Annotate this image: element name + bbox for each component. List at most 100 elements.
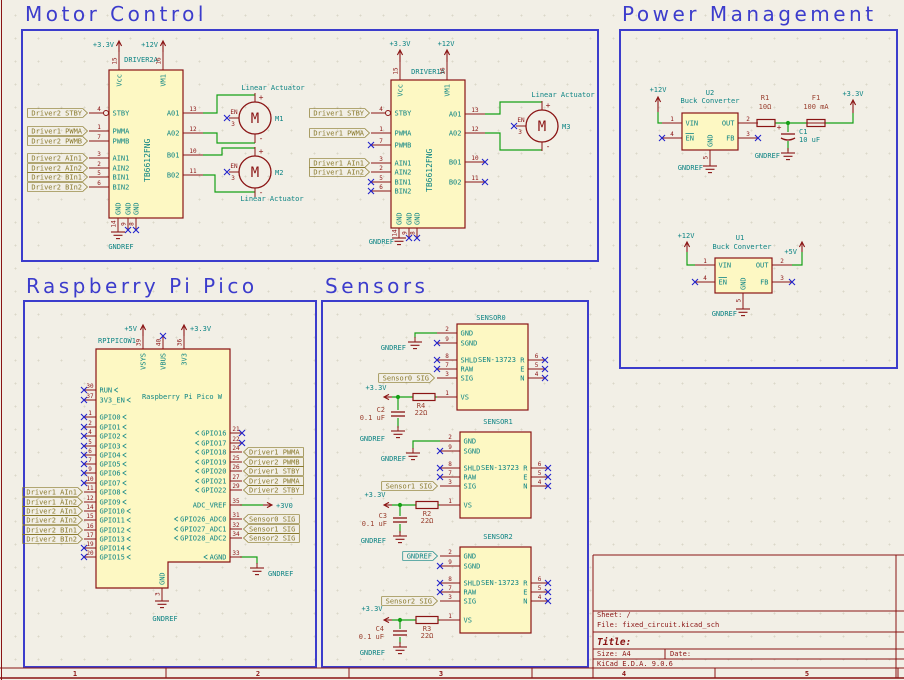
section-title-raspberry-pi-pico[interactable]: Raspberry Pi Pico — [26, 274, 258, 298]
power-label[interactable]: +12V — [678, 232, 696, 240]
section-box-raspberry-pi-pico[interactable] — [23, 300, 317, 668]
no-connect-x[interactable] — [436, 562, 444, 570]
global-label[interactable]: Driver2_AIn2 — [26, 516, 77, 524]
wire[interactable] — [485, 132, 542, 151]
no-connect-x[interactable] — [436, 588, 444, 596]
value-driver1a[interactable]: TB6612FNG — [425, 148, 434, 192]
reference-F1[interactable]: F1 — [812, 94, 820, 102]
wire[interactable] — [414, 332, 437, 338]
ground-label[interactable]: GNDREF — [152, 615, 177, 623]
reference-sensor2[interactable]: SENSOR2 — [483, 533, 513, 541]
global-label[interactable]: Driver2_AIn1 — [31, 154, 82, 162]
no-connect-x[interactable] — [544, 464, 552, 472]
no-connect-x[interactable] — [436, 447, 444, 455]
global-label[interactable]: Driver2_BIn1 — [26, 526, 77, 534]
ground-label[interactable]: GNDREF — [381, 344, 406, 352]
global-label[interactable]: Driver2_BIn2 — [26, 535, 77, 543]
wire[interactable] — [203, 174, 255, 193]
wire[interactable] — [657, 112, 662, 124]
no-connect-x[interactable] — [788, 278, 796, 286]
section-title-motor-control[interactable]: Motor Control — [25, 2, 207, 26]
symbol-body-u1[interactable] — [714, 257, 773, 294]
ground-label[interactable]: GNDREF — [755, 152, 780, 160]
global-label[interactable]: Driver1_AIn1 — [26, 488, 77, 496]
ground-label[interactable]: GNDREF — [369, 238, 394, 246]
no-connect-x[interactable] — [80, 413, 88, 421]
power-label[interactable]: +3.3V — [842, 90, 864, 98]
global-label[interactable]: Sensor1_SIG — [249, 525, 295, 533]
power-label[interactable]: +3.3V — [364, 491, 386, 499]
global-label[interactable]: GNDREF — [407, 552, 432, 560]
global-label[interactable]: Driver1_STBY — [313, 109, 364, 117]
no-connect-x[interactable] — [367, 187, 375, 195]
global-label[interactable]: Driver1_AIn1 — [313, 159, 364, 167]
symbol-body-sensor0[interactable] — [456, 323, 529, 411]
global-label[interactable]: Sensor0_SIG — [249, 515, 295, 523]
value-sensor0[interactable]: SEN-13723 — [478, 356, 516, 364]
no-connect-x[interactable] — [80, 423, 88, 431]
section-box-power-management[interactable] — [619, 29, 898, 369]
power-label[interactable]: +3.3V — [361, 605, 383, 613]
ground-label[interactable]: GNDREF — [108, 243, 133, 251]
no-connect-x[interactable] — [80, 460, 88, 468]
no-connect-x[interactable] — [544, 482, 552, 490]
value-pico[interactable]: Raspberry Pi Pico W — [142, 393, 223, 401]
value-R2[interactable]: 22Ω — [421, 517, 434, 525]
no-connect-x[interactable] — [436, 579, 444, 587]
section-box-sensors[interactable] — [321, 300, 589, 668]
reference-C4[interactable]: C4 — [376, 625, 384, 633]
reference-R3[interactable]: R3 — [423, 625, 431, 633]
value-sensor1[interactable]: SEN-13723 — [481, 464, 519, 472]
symbol-body-sensor1[interactable] — [459, 431, 532, 519]
global-label[interactable]: Driver1_AIn2 — [26, 498, 77, 506]
no-connect-x[interactable] — [436, 473, 444, 481]
global-label[interactable]: Driver1_STBY — [249, 467, 300, 475]
no-connect-x[interactable] — [223, 168, 231, 176]
global-label[interactable]: Driver2_AIn1 — [26, 507, 77, 515]
value-C2[interactable]: 0.1 uF — [360, 414, 385, 422]
no-connect-x[interactable] — [80, 553, 88, 561]
global-label[interactable]: Sensor2_SIG — [386, 597, 432, 605]
section-title-sensors[interactable]: Sensors — [325, 274, 428, 298]
no-connect-x[interactable] — [691, 278, 699, 286]
ground-label[interactable]: GNDREF — [360, 649, 385, 657]
power-label[interactable]: +12V — [141, 41, 159, 49]
value-u2[interactable]: Buck Converter — [680, 97, 739, 105]
value-C3[interactable]: 0.1 uF — [362, 520, 387, 528]
power-label[interactable]: +3V0 — [276, 502, 293, 510]
value-M3[interactable]: Linear Actuator — [531, 91, 594, 99]
no-connect-x[interactable] — [367, 141, 375, 149]
global-label[interactable]: Driver1_PWMA — [249, 448, 300, 456]
no-connect-x[interactable] — [159, 332, 167, 340]
wire[interactable] — [792, 252, 803, 266]
global-label[interactable]: Driver2_AIn2 — [31, 164, 82, 172]
power-label[interactable]: +3.3V — [389, 40, 411, 48]
no-connect-x[interactable] — [436, 464, 444, 472]
global-label[interactable]: Driver2_BIn1 — [31, 173, 82, 181]
power-label[interactable]: +12V — [438, 40, 456, 48]
value-driver2a[interactable]: TB6612FNG — [143, 138, 152, 182]
global-label[interactable]: Driver2_STBY — [249, 486, 300, 494]
no-connect-x[interactable] — [481, 178, 489, 186]
no-connect-x[interactable] — [433, 339, 441, 347]
ground-label[interactable]: GNDREF — [361, 537, 386, 545]
no-connect-x[interactable] — [541, 356, 549, 364]
section-title-power-management[interactable]: Power Management — [622, 2, 877, 26]
ground-label[interactable]: GNDREF — [381, 455, 406, 463]
global-label[interactable]: Driver2_STBY — [31, 109, 82, 117]
no-connect-x[interactable] — [544, 473, 552, 481]
power-label[interactable]: +3.3V — [190, 325, 212, 333]
symbol-body-u2[interactable] — [681, 112, 739, 151]
no-connect-x[interactable] — [481, 158, 489, 166]
value-sensor2[interactable]: SEN-13723 — [481, 579, 519, 587]
no-connect-x[interactable] — [413, 234, 421, 242]
no-connect-x[interactable] — [80, 451, 88, 459]
global-label[interactable]: Driver2_PWMB — [249, 458, 300, 466]
value-R4[interactable]: 22Ω — [415, 409, 428, 417]
no-connect-x[interactable] — [238, 429, 246, 437]
global-label[interactable]: Driver2_PWMB — [31, 137, 82, 145]
ground-label[interactable]: GNDREF — [678, 164, 703, 172]
wire[interactable] — [203, 94, 255, 114]
value-M1[interactable]: Linear Actuator — [241, 84, 304, 92]
wire[interactable] — [203, 147, 255, 156]
